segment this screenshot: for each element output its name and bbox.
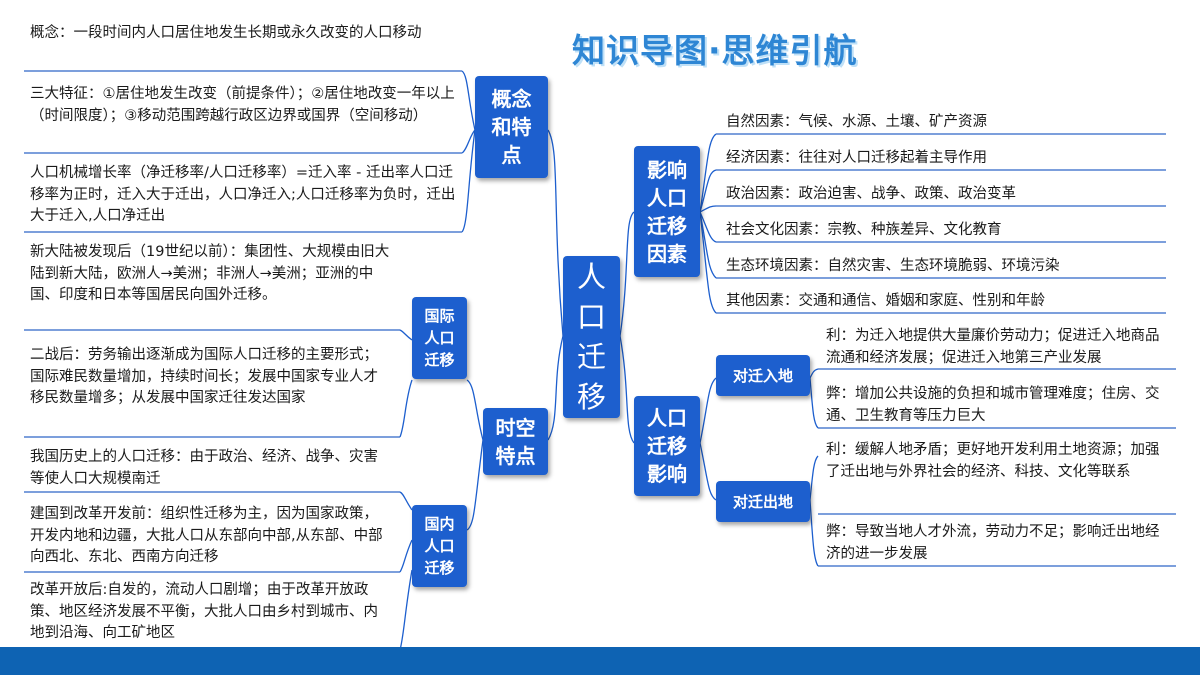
node-factors: 影响 人口 迁移 因素 [634,146,700,277]
node-domestic: 国内 人口 迁移 [412,505,467,587]
connector-concept-leaf3 [461,129,476,233]
out-advantage: 利：缓解人地矛盾；更好地开发利用土地资源；加强了迁出地与外界社会的经济、科技、文… [826,442,1160,480]
connector-concept-leaf2 [461,129,476,154]
connector-domestic-leaf3 [399,569,413,651]
node-concept: 概念 和特 点 [475,76,548,178]
connector-impact-out [699,442,717,501]
connector-center-concept [547,129,564,337]
connector-factors-leaf1 [699,133,717,213]
connector-domestic-leaf1 [399,491,413,511]
connector-center-impact [619,335,635,444]
connector-in-leaf2 [809,377,819,429]
connector-center-factors [619,211,635,337]
connector-out-leaf1 [809,455,819,501]
node-impact: 人口 迁移 影响 [634,396,700,496]
bottom-bar [0,647,1200,675]
connector-factors-leaf3 [699,205,717,213]
factor-other: 其他因素：交通和通信、婚姻和家庭、性别和年龄 [726,293,1045,309]
connector-center-spacetime [547,335,564,441]
in-disadvantage: 弊：增加公共设施的负担和城市管理难度；住房、交通、卫生教育等压力巨大 [826,386,1160,424]
connector-factors-leaf2 [699,169,717,213]
domestic-pre-reform: 建国到改革开发前：组织性迁移为主，因为国家政策，开发内地和边疆，大批人口从东部向… [30,506,383,565]
node-spacetime: 时空 特点 [483,408,548,475]
domestic-history: 我国历史上的人口迁移：由于政治、经济、战争、灾害等使人口大规模南迁 [30,449,378,487]
connector-spacetime-international [466,379,484,441]
in-advantage: 利：为迁入地提供大量廉价劳动力；促进迁入地商品流通和经济发展；促进迁入地第三产业… [826,328,1160,366]
concept-features: 三大特征：①居住地发生改变（前提条件）；②居住地改变一年以上（时间限度）；③移动… [30,86,455,124]
connector-out-leaf2 [809,499,819,567]
connector-spacetime-domestic [466,439,484,531]
connector-factors-leaf5 [699,211,717,279]
out-disadvantage: 弊：导致当地人才外流，劳动力不足；影响迁出地经济的进一步发展 [826,524,1160,562]
connector-factors-leaf4 [699,211,717,243]
connector-international-leaf1 [399,329,413,341]
factor-economic: 经济因素：往往对人口迁移起着主导作用 [726,150,987,166]
factor-social-cultural: 社会文化因素：宗教、种族差异、文化教育 [726,222,1002,238]
connector-impact-in [699,377,717,444]
page-title: 知识导图·思维引航 [572,31,858,70]
node-out: 对迁出地 [716,481,810,522]
connector-in-leaf1 [809,368,819,379]
factor-ecological: 生态环境因素：自然灾害、生态环境脆弱、环境污染 [726,258,1060,274]
factor-political: 政治因素：政治迫害、战争、政策、政治变革 [726,186,1016,202]
concept-growth-rate: 人口机械增长率（净迁移率/人口迁移率）=迁入率 - 迁出率人口迁移率为正时，迁入… [30,165,456,224]
connector-international-leaf2 [399,379,413,438]
domestic-post-reform: 改革开放后:自发的，流动人口剧增；由于改革开放政策、地区经济发展不平衡，大批人口… [30,582,378,641]
concept-definition: 概念：一段时间内人口居住地发生长期或永久改变的人口移动 [30,25,422,41]
node-in: 对迁入地 [716,355,810,396]
center-node: 人 口 迁 移 [563,256,620,418]
factor-natural: 自然因素：气候、水源、土壤、矿产资源 [726,114,987,130]
connector-domestic-leaf2 [399,539,413,573]
international-new-world: 新大陆被发现后（19世纪以前）：集团性、大规模由旧大陆到新大陆，欧洲人→美洲；非… [30,244,390,303]
node-international: 国际 人口 迁移 [412,297,467,379]
connector-concept-leaf1 [461,70,476,131]
international-post-war: 二战后：劳务输出逐渐成为国际人口迁移的主要形式；国际难民数量增加，持续时间长；发… [30,347,378,406]
connector-factors-leaf6 [699,211,717,314]
